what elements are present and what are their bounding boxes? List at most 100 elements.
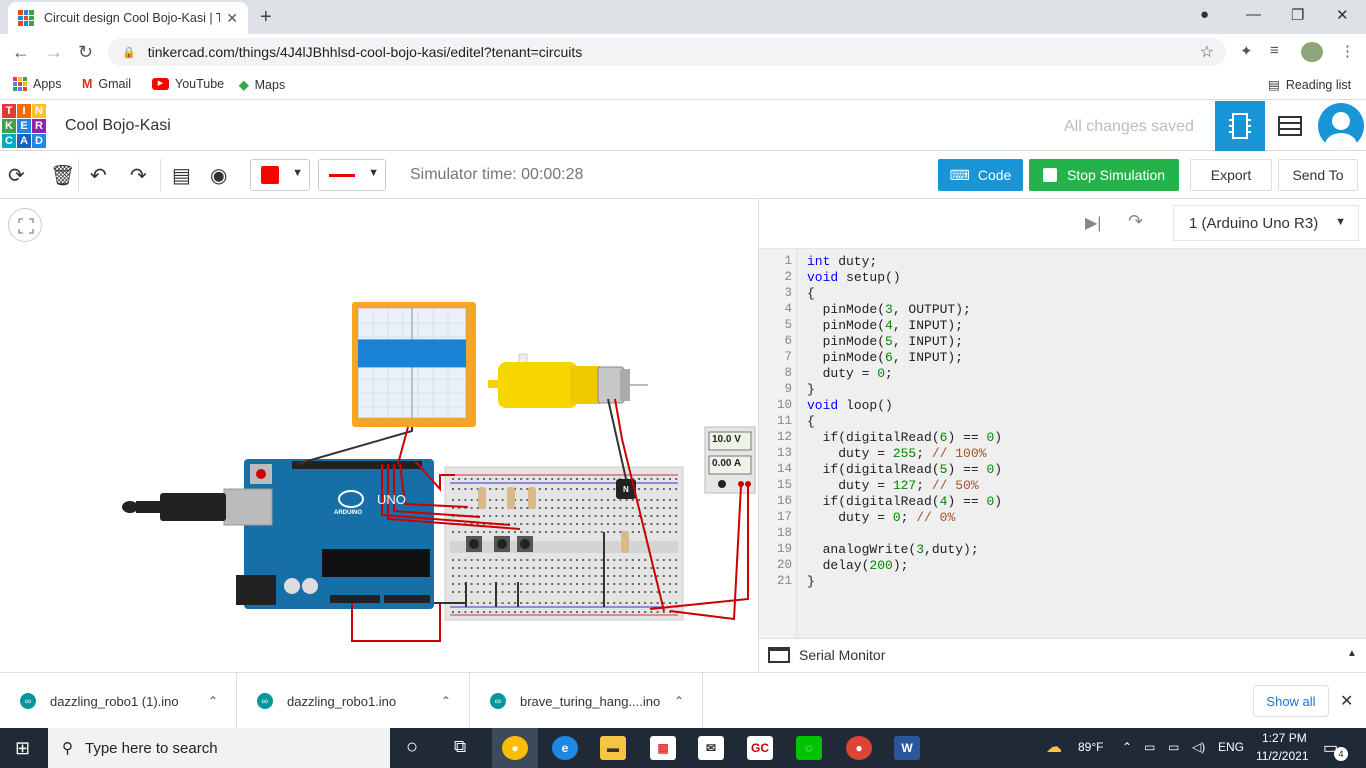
- code-button[interactable]: ⌨ Code: [938, 159, 1023, 191]
- bookmark-gmail[interactable]: M Gmail: [82, 77, 131, 91]
- notes-icon[interactable]: ▤: [172, 165, 191, 187]
- download-item[interactable]: ∞ dazzling_robo1 (1).ino ⌃: [0, 673, 237, 729]
- line-app-icon[interactable]: ◌: [796, 736, 822, 760]
- code-line[interactable]: int duty;: [807, 254, 878, 269]
- bookmark-apps[interactable]: Apps: [13, 77, 62, 91]
- extensions-icon[interactable]: ✦: [1240, 43, 1253, 60]
- code-editor[interactable]: int duty;void setup(){ pinMode(3, OUTPUT…: [797, 249, 1366, 638]
- code-line[interactable]: void setup(): [807, 270, 901, 285]
- new-tab-icon[interactable]: +: [260, 6, 272, 28]
- profile-icon[interactable]: [1301, 42, 1323, 62]
- bookmark-youtube[interactable]: ▶ YouTube: [152, 77, 224, 91]
- multimeter[interactable]: [704, 426, 756, 494]
- code-line[interactable]: if(digitalRead(4) == 0): [807, 494, 1003, 509]
- redo-icon[interactable]: ↷: [130, 165, 147, 187]
- chevron-up-icon[interactable]: ⌃: [440, 694, 451, 708]
- show-all-button[interactable]: Show all: [1253, 685, 1329, 717]
- task-view-icon[interactable]: ⧉: [454, 737, 467, 756]
- tray-expand-icon[interactable]: ⌃: [1122, 740, 1133, 754]
- serial-monitor-bar[interactable]: Serial Monitor ▲: [759, 638, 1366, 672]
- wire-color-select[interactable]: ▼: [250, 159, 310, 191]
- step-icon[interactable]: ▶|: [1085, 215, 1102, 232]
- code-line[interactable]: void loop(): [807, 398, 893, 413]
- fit-view-button[interactable]: [8, 208, 42, 242]
- tab-search-icon[interactable]: ●: [1200, 6, 1210, 23]
- code-line[interactable]: pinMode(4, INPUT);: [807, 318, 964, 333]
- oscilloscope[interactable]: [352, 302, 476, 427]
- code-line[interactable]: }: [807, 574, 815, 589]
- project-name[interactable]: Cool Bojo-Kasi: [65, 117, 171, 134]
- arduino-uno[interactable]: [223, 459, 434, 609]
- chrome-menu-icon[interactable]: ⋮: [1340, 43, 1355, 60]
- mail-icon[interactable]: ✉: [698, 736, 724, 760]
- chevron-up-icon[interactable]: ▲: [1347, 648, 1357, 659]
- edge-icon[interactable]: e: [552, 736, 578, 760]
- code-line[interactable]: }: [807, 382, 815, 397]
- chevron-up-icon[interactable]: ⌃: [207, 694, 218, 708]
- media-icon[interactable]: ≡: [1270, 42, 1279, 59]
- battery-icon[interactable]: ▭: [1168, 740, 1180, 754]
- download-item[interactable]: ∞ dazzling_robo1.ino ⌃: [237, 673, 470, 729]
- delete-icon[interactable]: 🗑: [50, 165, 76, 187]
- chevron-up-icon[interactable]: ⌃: [673, 694, 684, 708]
- code-line[interactable]: if(digitalRead(6) == 0): [807, 430, 1003, 445]
- download-item[interactable]: ∞ brave_turing_hang....ino ⌃: [470, 673, 703, 729]
- circuit-view-button[interactable]: [1215, 101, 1265, 151]
- rotate-icon[interactable]: ⟳: [8, 165, 25, 187]
- wire-style-select[interactable]: ▼: [318, 159, 386, 191]
- clock-time[interactable]: 1:27 PM: [1262, 731, 1307, 745]
- clock-date[interactable]: 11/2/2021: [1256, 749, 1309, 763]
- export-button[interactable]: Export: [1190, 159, 1272, 191]
- weather-temp[interactable]: 89°F: [1078, 740, 1104, 754]
- circuit-canvas[interactable]: 10.0 V 0.00 A UNO ARDUINO N: [0, 199, 758, 672]
- stop-simulation-button[interactable]: Stop Simulation: [1029, 159, 1179, 191]
- code-line[interactable]: delay(200);: [807, 558, 909, 573]
- debug-icon[interactable]: ↷: [1128, 211, 1144, 231]
- chrome-profile-icon[interactable]: ●: [846, 736, 872, 760]
- code-line[interactable]: pinMode(5, INPUT);: [807, 334, 964, 349]
- code-line[interactable]: duty = 255; // 100%: [807, 446, 987, 461]
- language-indicator[interactable]: ENG: [1218, 740, 1245, 754]
- reading-list[interactable]: ▤ Reading list: [1268, 77, 1351, 93]
- forward-icon[interactable]: →: [45, 42, 63, 62]
- code-line[interactable]: analogWrite(3,duty);: [807, 542, 979, 557]
- code-line[interactable]: {: [807, 286, 815, 301]
- close-downloads-icon[interactable]: ✕: [1340, 693, 1354, 710]
- browser-tab[interactable]: Circuit design Cool Bojo-Kasi | Tinkerca…: [8, 2, 248, 34]
- code-line[interactable]: pinMode(3, OUTPUT);: [807, 302, 971, 317]
- reload-icon[interactable]: ↻: [78, 42, 94, 62]
- restore-icon[interactable]: ❐: [1291, 7, 1305, 24]
- store-icon[interactable]: ▦: [650, 736, 676, 760]
- device-select[interactable]: 1 (Arduino Uno R3) ▼: [1173, 205, 1359, 241]
- code-line[interactable]: duty = 0;: [807, 366, 893, 381]
- gc-app-icon[interactable]: GC: [747, 736, 773, 760]
- back-icon[interactable]: ←: [12, 42, 30, 62]
- undo-icon[interactable]: ↶: [90, 165, 107, 187]
- minimize-icon[interactable]: —: [1246, 6, 1261, 23]
- network-icon[interactable]: ▭: [1144, 740, 1156, 754]
- url-field[interactable]: 🔒 tinkercad.com/things/4J4lJBhhlsd-cool-…: [108, 38, 1226, 66]
- code-line[interactable]: if(digitalRead(5) == 0): [807, 462, 1003, 477]
- word-icon[interactable]: W: [894, 736, 920, 760]
- close-tab-icon[interactable]: ✕: [226, 9, 238, 26]
- code-line[interactable]: {: [807, 414, 815, 429]
- user-avatar[interactable]: [1318, 103, 1364, 149]
- send-to-button[interactable]: Send To: [1278, 159, 1358, 191]
- code-line[interactable]: pinMode(6, INPUT);: [807, 350, 964, 365]
- tinkercad-logo[interactable]: T I N K E R C A D: [2, 104, 46, 148]
- volume-icon[interactable]: ◁): [1192, 740, 1206, 754]
- file-explorer-icon[interactable]: ▬: [600, 736, 626, 760]
- bookmark-star-icon[interactable]: ☆: [1199, 44, 1214, 61]
- taskbar-search[interactable]: ⚲ Type here to search: [48, 728, 390, 768]
- windows-start-icon[interactable]: ⊞: [15, 738, 31, 758]
- chrome-icon[interactable]: ●: [502, 736, 528, 760]
- breadboard[interactable]: [444, 466, 684, 621]
- visibility-icon[interactable]: ◉: [210, 165, 228, 187]
- cortana-icon[interactable]: ○: [406, 736, 419, 758]
- close-window-icon[interactable]: ✕: [1336, 7, 1349, 24]
- schematic-view-button[interactable]: [1265, 101, 1315, 151]
- dc-motor[interactable]: [488, 353, 648, 408]
- bookmark-maps[interactable]: ◆ Maps: [239, 77, 285, 93]
- code-line[interactable]: duty = 127; // 50%: [807, 478, 979, 493]
- code-line[interactable]: duty = 0; // 0%: [807, 510, 956, 525]
